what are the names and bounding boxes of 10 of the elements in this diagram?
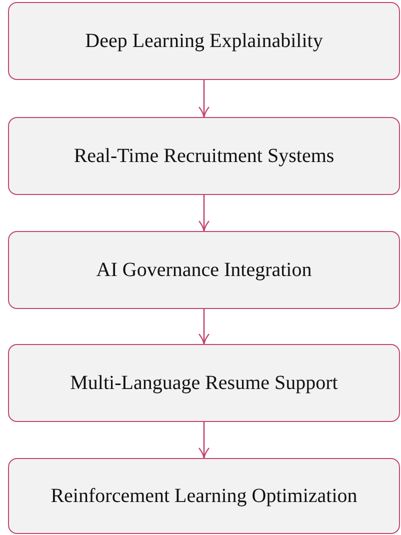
box-label: Multi-Language Resume Support [70, 371, 338, 395]
process-box [8, 458, 400, 534]
process-box [8, 117, 400, 195]
box-label: Reinforcement Learning Optimization [50, 484, 358, 508]
box-label: Deep Learning Explainability [85, 29, 323, 53]
process-box [8, 344, 400, 422]
box-label: Real-Time Recruitment Systems [74, 144, 334, 168]
box-label: AI Governance Integration [96, 258, 312, 282]
process-box [8, 2, 400, 80]
process-box [8, 231, 400, 309]
